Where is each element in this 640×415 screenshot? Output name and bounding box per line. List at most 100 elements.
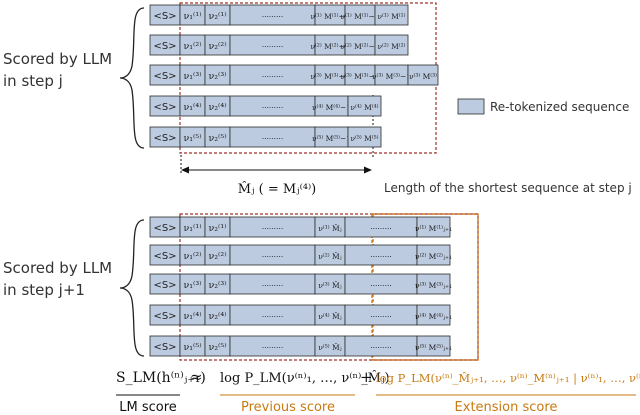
formula-plus: + — [360, 368, 373, 386]
top-row-4-token-3: ········· — [262, 103, 283, 112]
bottom-row-3-token-3: ········· — [262, 281, 283, 290]
bottom-row-3-token-5: ········· — [370, 281, 391, 290]
lm-score-label: LM score — [119, 400, 177, 415]
top-row-4-cell-5 — [347, 95, 382, 117]
bottom-row-4-token-6: ν⁽⁴⁾ M⁽⁴⁾ⱼ₊₁ — [415, 312, 452, 321]
bottom-row-1-token-0: <S> — [153, 223, 176, 234]
bottom-row-5-token-2: ν₂⁽⁵⁾ — [208, 342, 226, 353]
bottom-row-3-cell-6 — [416, 273, 451, 295]
bottom-row-3-token-2: ν₂⁽³⁾ — [208, 280, 226, 291]
top-row-2-token-1: ν₁⁽²⁾ — [183, 41, 201, 52]
legend-swatch — [457, 98, 485, 115]
top-row-3-token-0: <S> — [153, 71, 176, 82]
scored-top-line2: in step j — [3, 72, 63, 90]
scored-bottom-line1: Scored by LLM — [3, 259, 112, 277]
top-row-1-token-5: ν⁽¹⁾ M⁽¹⁾−1 — [340, 12, 379, 21]
top-row-1-token-2: ν₂⁽¹⁾ — [208, 11, 226, 22]
top-row-1-token-0: <S> — [153, 11, 176, 22]
top-row-4-token-5: ν⁽⁴⁾ M⁽⁴⁾ — [350, 103, 378, 112]
top-row-2-token-6: ν⁽²⁾ M⁽²⁾ — [377, 42, 405, 51]
bottom-row-2: <S>ν₁⁽²⁾ν₂⁽²⁾·········ν⁽²⁾ M̂ⱼ·········ν… — [149, 244, 452, 266]
length-caption: Length of the shortest sequence at step … — [384, 181, 632, 195]
bottom-row-5-cell-6 — [416, 335, 451, 357]
bottom-row-4-cell-6 — [416, 304, 451, 326]
top-brace — [119, 7, 145, 149]
bottom-row-5-token-6: ν⁽⁵⁾ M⁽⁵⁾ⱼ₊₁ — [415, 343, 452, 352]
top-row-1-token-1: ν₁⁽¹⁾ — [183, 11, 201, 22]
previous-score-label: Previous score — [241, 400, 335, 415]
bottom-row-3-token-6: ν⁽³⁾ M⁽³⁾ⱼ₊₁ — [415, 281, 452, 290]
bottom-row-1-cell-6 — [416, 216, 451, 238]
top-row-1-token-3: ········· — [262, 12, 283, 21]
top-row-2-token-2: ν₂⁽²⁾ — [208, 41, 226, 52]
top-row-3-token-4: ν⁽³⁾ M⁽³⁾−3 — [310, 72, 349, 81]
bottom-row-1: <S>ν₁⁽¹⁾ν₂⁽¹⁾·········ν⁽¹⁾ M̂ⱼ·········ν… — [149, 216, 452, 238]
top-row-5-token-5: ν⁽⁵⁾ M⁽⁵⁾ — [350, 134, 378, 143]
step-j-sequences: <S> ν₁⁽¹⁾ ν₂⁽¹⁾ ········· ν⁽¹⁾ M⁽¹⁾−2ν⁽¹⁾ M⁽… — [149, 4, 439, 148]
bottom-row-1-token-1: ν₁⁽¹⁾ — [183, 223, 201, 234]
bottom-row-4-token-0: <S> — [153, 311, 176, 322]
mhat-label: M̂ⱼ ( = Mⱼ⁽⁴⁾) — [238, 181, 317, 197]
length-arrowhead-right — [364, 166, 372, 174]
top-row-5-token-3: ········· — [262, 134, 283, 143]
formula-previous: log P_LM(ν⁽ⁿ⁾₁, …, ν⁽ⁿ⁾_M̂ⱼ) — [220, 370, 390, 386]
scored-top-line1: Scored by LLM — [3, 50, 112, 68]
top-row-3-token-2: ν₂⁽³⁾ — [208, 71, 226, 82]
bottom-row-1-token-6: ν⁽¹⁾ M⁽¹⁾ⱼ₊₁ — [415, 224, 452, 233]
bottom-row-4-token-4: ν⁽⁴⁾ M̂ⱼ — [318, 312, 341, 321]
top-row-5-token-2: ν₂⁽⁵⁾ — [208, 133, 226, 144]
length-arrowhead-left — [181, 166, 189, 174]
bottom-row-5: <S>ν₁⁽⁵⁾ν₂⁽⁵⁾·········ν⁽⁵⁾ M̂ⱼ·········ν… — [149, 335, 452, 357]
top-row-3-cell-7 — [407, 64, 439, 86]
bottom-row-5-token-5: ········· — [370, 343, 391, 352]
bottom-row-3-token-1: ν₁⁽³⁾ — [183, 280, 201, 291]
top-row-4-token-0: <S> — [153, 102, 176, 113]
top-row-1-cell-6 — [374, 4, 409, 26]
scored-bottom-line2: in step j+1 — [3, 281, 85, 299]
bottom-row-4-token-5: ········· — [370, 312, 391, 321]
top-row-4-token-4: ν⁽⁴⁾ M⁽⁴⁾−1 — [312, 103, 351, 112]
top-row-3-token-5: ν⁽³⁾ M⁽³⁾−2 — [340, 72, 379, 81]
top-row-4-token-2: ν₂⁽⁴⁾ — [208, 102, 226, 113]
bottom-row-2-token-0: <S> — [153, 251, 176, 262]
bottom-row-5-token-4: ν⁽⁵⁾ M̂ⱼ — [318, 343, 341, 352]
bottom-row-4: <S>ν₁⁽⁴⁾ν₂⁽⁴⁾·········ν⁽⁴⁾ M̂ⱼ·········ν… — [149, 304, 452, 326]
top-row-1: <S> ν₁⁽¹⁾ ν₂⁽¹⁾ ········· ν⁽¹⁾ M⁽¹⁾−2ν⁽¹⁾ M⁽… — [149, 4, 409, 26]
bottom-row-1-token-2: ν₂⁽¹⁾ — [208, 223, 226, 234]
formula-approx: ≈ — [190, 368, 203, 386]
top-row-4-token-1: ν₁⁽⁴⁾ — [183, 102, 201, 113]
bottom-row-5-token-0: <S> — [153, 342, 176, 353]
top-row-3-token-3: ········· — [262, 72, 283, 81]
top-row-2-cell-6 — [374, 34, 409, 56]
top-row-3-token-6: ν⁽³⁾ M⁽³⁾−1 — [372, 72, 411, 81]
top-row-2-token-0: <S> — [153, 41, 176, 52]
top-row-3-token-1: ν₁⁽³⁾ — [183, 71, 201, 82]
bottom-row-3-token-0: <S> — [153, 280, 176, 291]
top-row-5-token-4: ν⁽⁵⁾ M⁽⁵⁾−1 — [312, 134, 351, 143]
step-j1-sequences: <S>ν₁⁽¹⁾ν₂⁽¹⁾·········ν⁽¹⁾ M̂ⱼ·········ν… — [149, 216, 452, 357]
bottom-row-4-token-3: ········· — [262, 312, 283, 321]
top-row-2-token-4: ν⁽²⁾ M⁽²⁾−2 — [310, 42, 349, 51]
bottom-row-2-token-2: ν₂⁽²⁾ — [208, 251, 226, 262]
top-row-3: <S>ν₁⁽³⁾ν₂⁽³⁾·········ν⁽³⁾ M⁽³⁾−3ν⁽³⁾ M⁽… — [149, 64, 439, 86]
bottom-row-2-token-5: ········· — [370, 252, 391, 261]
bottom-row-2-token-1: ν₁⁽²⁾ — [183, 251, 201, 262]
bottom-row-1-token-5: ········· — [370, 224, 391, 233]
bottom-row-2-token-6: ν⁽²⁾ M⁽²⁾ⱼ₊₁ — [415, 252, 452, 261]
legend-label: Re-tokenized sequence — [490, 100, 629, 114]
bottom-row-2-cell-6 — [416, 244, 451, 266]
formula-extension: log P_LM(ν⁽ⁿ⁾_M̂ⱼ₊₁, …, ν⁽ⁿ⁾_M⁽ⁿ⁾ⱼ₊₁ | ν… — [376, 371, 640, 386]
top-row-2: <S>ν₁⁽²⁾ν₂⁽²⁾·········ν⁽²⁾ M⁽²⁾−2ν⁽²⁾ M⁽… — [149, 34, 409, 56]
bottom-row-3-token-4: ν⁽³⁾ M̂ⱼ — [318, 281, 341, 290]
top-row-1-token-4: ν⁽¹⁾ M⁽¹⁾−2 — [310, 12, 349, 21]
bottom-row-1-token-3: ········· — [262, 224, 283, 233]
top-row-3-token-7: ν⁽³⁾ M⁽³⁾ — [409, 72, 437, 81]
top-row-5-token-1: ν₁⁽⁵⁾ — [183, 133, 201, 144]
top-row-5-token-0: <S> — [153, 133, 176, 144]
top-row-2-token-5: ν⁽²⁾ M⁽²⁾−1 — [340, 42, 379, 51]
bottom-row-3: <S> ν₁⁽³⁾ ν₂⁽³⁾ ········· ν⁽³⁾ M̂ⱼ ········· ν… — [149, 273, 452, 295]
bottom-row-5-token-3: ········· — [262, 343, 283, 352]
